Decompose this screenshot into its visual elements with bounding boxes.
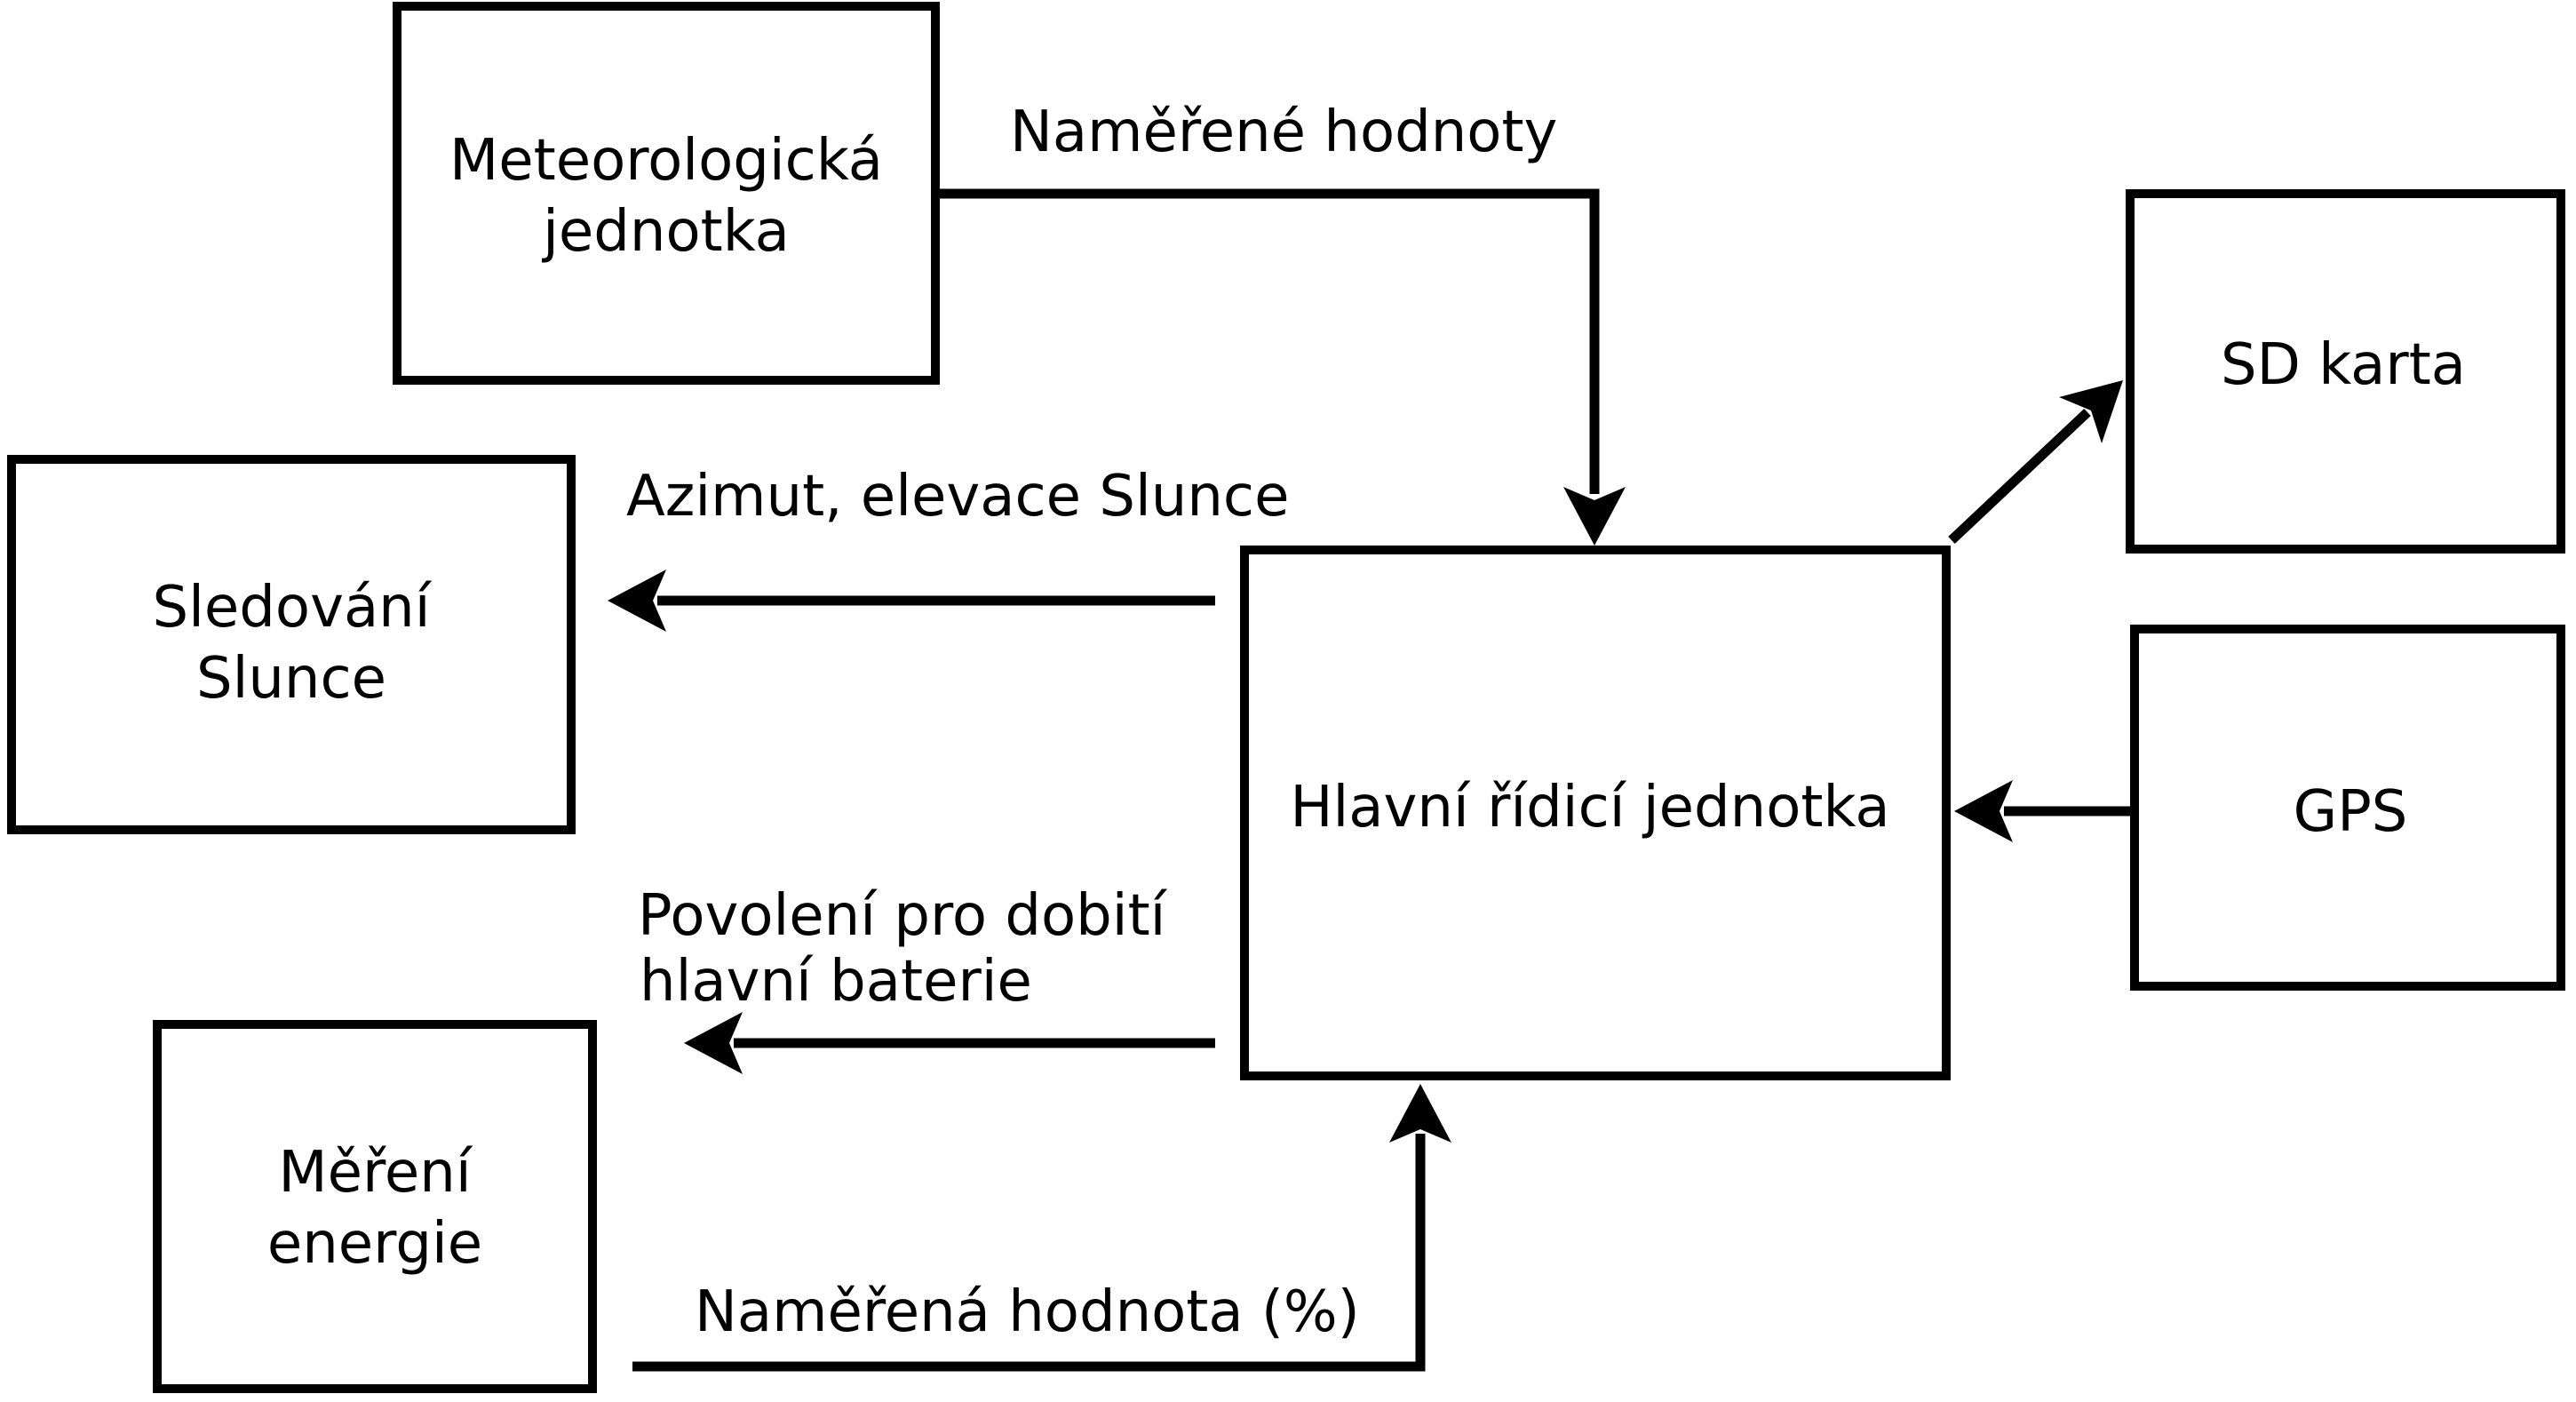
node-gps-box — [2130, 625, 2565, 991]
edge-label-namerena-hodnota: Naměřená hodnota (%) — [695, 1279, 1360, 1345]
edge-energy-to-main: Naměřená hodnota (%) — [632, 1084, 1451, 1372]
node-sd-karta: SD karta — [2126, 189, 2565, 554]
edge-gps-to-main-arrowhead — [1954, 780, 2013, 842]
node-gps-label: GPS — [2294, 779, 2408, 845]
edge-gps-to-main — [1954, 780, 2130, 842]
node-mereni-energie-box — [153, 1020, 597, 1393]
node-meteorologicka-jednotka-label-line1: Meteorologická — [449, 128, 883, 194]
node-sledovani-slunce-box — [7, 455, 576, 834]
node-meteorologicka-jednotka-label-line2: jednotka — [541, 199, 790, 265]
edge-label-povoleni-line2: hlavní baterie — [640, 949, 1032, 1015]
node-sd-karta-box — [2126, 189, 2565, 554]
edge-energy-to-main-line — [632, 1134, 1426, 1372]
node-hlavni-ridici-jednotka: Hlavní řídicí jednotka — [1240, 546, 1951, 1080]
node-sledovani-slunce: Sledování Slunce — [7, 455, 576, 834]
edge-label-namerene-hodnoty: Naměřené hodnoty — [1010, 100, 1557, 165]
node-mereni-energie-label-line2: energie — [267, 1211, 482, 1277]
node-meteorologicka-jednotka: Meteorologická jednotka — [393, 2, 940, 385]
edge-meteo-to-main-line — [938, 188, 1600, 494]
edge-main-to-battery-enable: Povolení pro dobití hlavní baterie — [638, 883, 1215, 1074]
node-mereni-energie: Měření energie — [153, 1020, 597, 1393]
node-hlavni-ridici-jednotka-box — [1240, 546, 1951, 1080]
edge-label-azimut-elevace: Azimut, elevace Slunce — [626, 464, 1289, 530]
node-gps: GPS — [2130, 625, 2565, 991]
edge-meteo-to-main-arrowhead — [1563, 487, 1626, 546]
edge-main-to-sun-tracking-arrowhead — [608, 570, 666, 632]
node-mereni-energie-label-line1: Měření — [278, 1140, 473, 1206]
node-sledovani-slunce-label-line1: Sledování — [153, 575, 433, 641]
edge-main-to-sd-card-arrowhead — [2059, 380, 2123, 443]
edge-main-to-sun-tracking: Azimut, elevace Slunce — [608, 464, 1289, 632]
node-sledovani-slunce-label-line2: Slunce — [196, 646, 386, 712]
edge-label-povoleni-line1: Povolení pro dobití — [638, 883, 1168, 949]
edge-meteo-to-main: Naměřené hodnoty — [938, 100, 1626, 546]
edge-energy-to-main-arrowhead — [1389, 1084, 1451, 1143]
node-meteorologicka-jednotka-box — [393, 2, 940, 385]
edge-main-to-sd-card — [1948, 380, 2123, 545]
edge-main-to-sd-card-line — [1948, 408, 2091, 545]
edge-main-to-battery-enable-arrowhead — [684, 1012, 743, 1074]
node-sd-karta-label: SD karta — [2221, 332, 2466, 398]
node-hlavni-ridici-jednotka-label: Hlavní řídicí jednotka — [1290, 775, 1889, 840]
